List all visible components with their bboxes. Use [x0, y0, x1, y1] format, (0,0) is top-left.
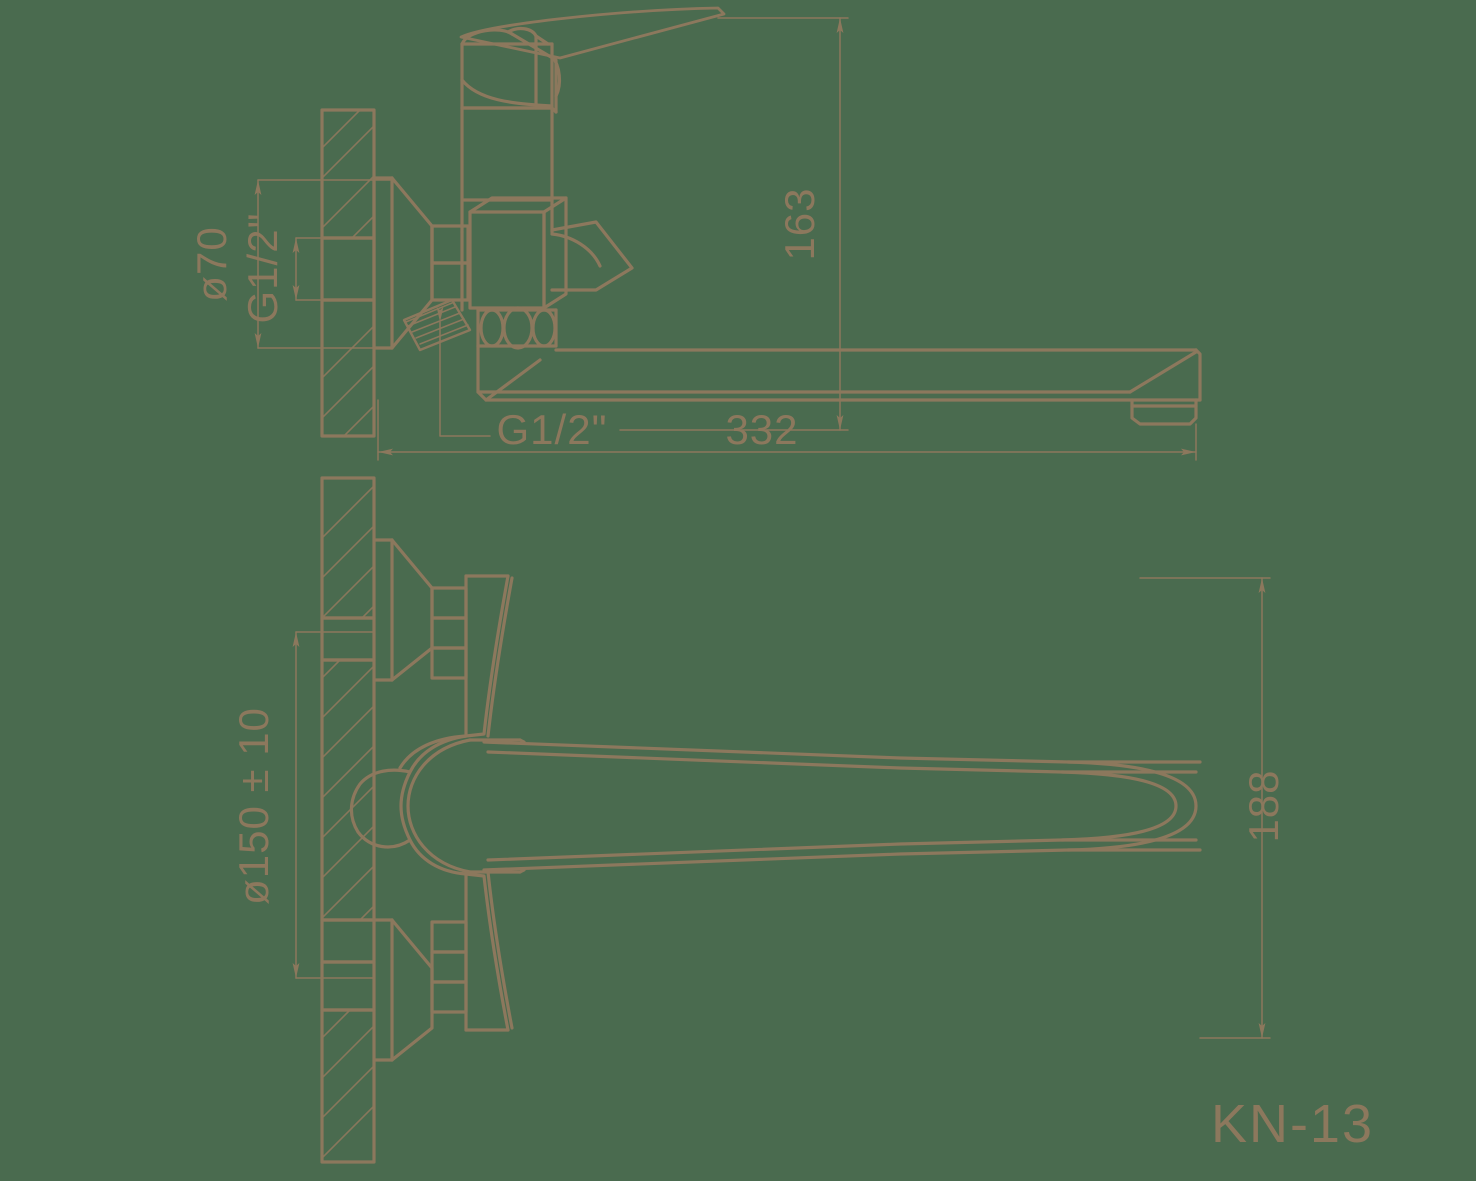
dimension-group-top: [254, 17, 1197, 461]
mixer-body-top: [460, 28, 558, 312]
spout-bottom: [482, 740, 1202, 872]
label-dia70: ø70: [188, 226, 235, 301]
dimension-group-bottom: [292, 577, 1271, 1039]
gland-hatch-top: [402, 298, 472, 352]
label-length-332: 332: [725, 406, 798, 453]
escutcheon-bottom-upper: [372, 538, 468, 682]
escutcheon-bottom-lower: [372, 918, 468, 1062]
lever-handle-top: [459, 6, 726, 110]
wall-section-top: [320, 108, 376, 438]
wall-section-bottom: [320, 476, 376, 1164]
cartridge-block-top: [462, 196, 634, 310]
label-g12-vertical: G1/2": [239, 213, 286, 324]
mixer-body-bottom: [349, 574, 526, 1032]
label-height-163: 163: [776, 187, 823, 260]
model-code-label: KN-13: [1211, 1094, 1374, 1154]
label-dia150: ø150 ± 10: [230, 707, 277, 905]
dimension-labels: ø70 G1/2" 163 G1/2" 332 ø150 ± 10 188: [188, 187, 1287, 904]
base-circles-top: [476, 306, 558, 350]
label-g12-horizontal: G1/2": [497, 406, 608, 453]
label-width-188: 188: [1240, 769, 1287, 842]
escutcheon-top: [372, 176, 434, 350]
